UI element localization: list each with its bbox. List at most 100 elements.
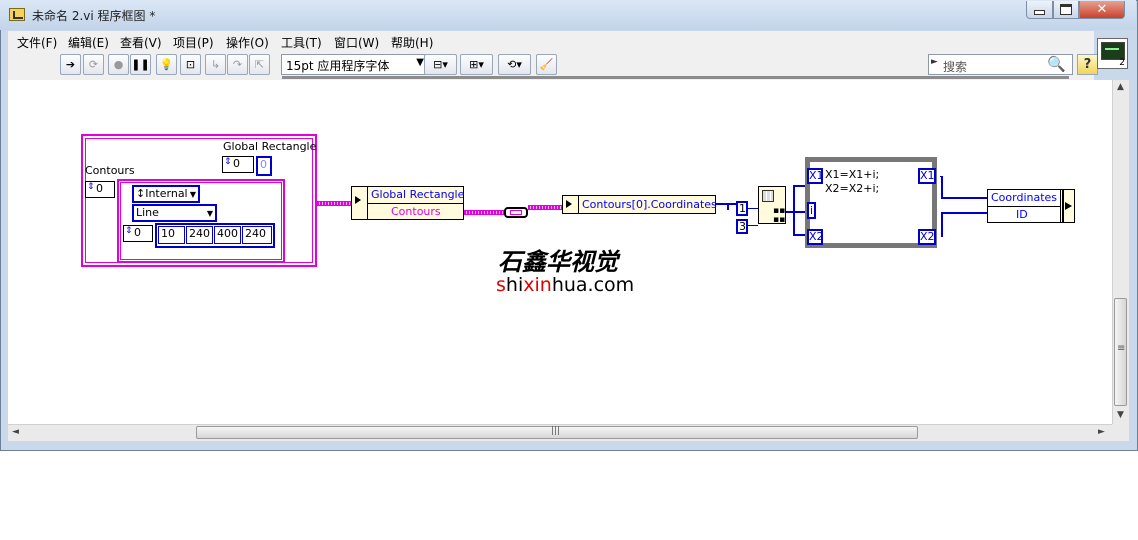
vertical-scroll-thumb[interactable]: ≡	[1114, 298, 1127, 406]
formula-input-i[interactable]: i	[807, 202, 816, 219]
x1-out-wire-c[interactable]	[941, 197, 988, 199]
coordinates-index[interactable]: 0	[123, 225, 153, 242]
unbundle-item-contours[interactable]: Contours	[391, 205, 441, 218]
array-to-element-node[interactable]	[504, 207, 528, 218]
bundle-terminal-bar	[1062, 190, 1064, 222]
run-continuously-icon: ⟳	[88, 58, 99, 71]
retain-values-icon: ⊡	[185, 58, 196, 71]
vi-icon-connector-pane[interactable]: 2	[1097, 38, 1128, 69]
contour-type-value: Internal	[145, 187, 188, 200]
bundle-item-id[interactable]: ID	[1016, 208, 1028, 221]
align-objects-button[interactable]: ⊟▾	[424, 54, 457, 75]
maximize-icon	[1060, 4, 1072, 15]
array-index-icon: ▪▪▪▪	[773, 206, 786, 225]
formula-code-line-2[interactable]: X2=X2+i;	[825, 182, 880, 195]
font-select[interactable]: 15pt 应用程序字体 ▼	[281, 54, 429, 75]
bundle-by-name[interactable]: Coordinates ID	[987, 189, 1062, 223]
horizontal-scroll-thumb[interactable]: |||	[196, 426, 918, 439]
unbundle-by-name[interactable]: Global Rectangle Contours	[351, 186, 464, 220]
replace-array-subset-node[interactable]: ▪▪▪▪	[758, 186, 786, 225]
formula-input-x2[interactable]: X2	[807, 229, 824, 245]
step-out-icon: ⇱	[254, 58, 265, 71]
chevron-down-icon: ▼	[189, 190, 196, 199]
formula-node[interactable]	[805, 157, 937, 248]
step-out-button[interactable]: ⇱	[249, 54, 270, 75]
coord-top[interactable]: 240	[186, 226, 213, 244]
run-button[interactable]: ➔	[60, 54, 81, 75]
broom-icon: 🧹	[539, 58, 554, 71]
search-options-icon[interactable]: ►	[931, 57, 938, 67]
menu-project[interactable]: 项目(P)	[173, 36, 214, 50]
formula-output-x1[interactable]: X1	[918, 168, 936, 184]
unbundle-item-global-rectangle[interactable]: Global Rectangle	[371, 188, 465, 201]
cluster-constant[interactable]	[81, 134, 317, 267]
coord-bottom[interactable]: 240	[242, 226, 272, 244]
array-out-wire[interactable]	[786, 211, 808, 213]
contour-element-cluster[interactable]	[117, 179, 285, 263]
menu-file[interactable]: 文件(F)	[17, 36, 58, 50]
bundle-item-coordinates[interactable]: Coordinates	[991, 191, 1058, 204]
pause-button[interactable]: ❚❚	[130, 54, 151, 75]
bundle-output-terminal[interactable]	[1060, 189, 1075, 223]
scroll-down-icon[interactable]: ▼	[1117, 410, 1124, 420]
vi-icon	[9, 8, 25, 21]
reorder-button[interactable]: ⟲▾	[498, 54, 531, 75]
coord-left[interactable]: 10	[158, 226, 185, 244]
contours-wire[interactable]	[464, 210, 504, 215]
run-continuously-button[interactable]: ⟳	[83, 54, 104, 75]
formula-output-x2[interactable]: X2	[918, 229, 936, 245]
step-into-button[interactable]: ↳	[205, 54, 226, 75]
search-input[interactable]: ► 搜索 🔍	[928, 54, 1073, 75]
clean-up-diagram-button[interactable]: 🧹	[536, 54, 557, 75]
contours-index[interactable]: 0	[85, 181, 115, 198]
search-placeholder: 搜索	[943, 60, 968, 74]
coord-right[interactable]: 400	[214, 226, 241, 244]
contour-type-ring[interactable]: ↕Internal ▼	[132, 185, 200, 203]
retain-wire-values-button[interactable]: ⊡	[180, 54, 201, 75]
menu-edit[interactable]: 编辑(E)	[68, 36, 109, 50]
global-rectangle-index[interactable]: 0	[222, 156, 254, 173]
menu-window[interactable]: 窗口(W)	[334, 36, 380, 50]
pause-icon: ❚❚	[131, 58, 150, 71]
scroll-corner	[1112, 424, 1129, 441]
element-wire[interactable]	[528, 205, 563, 210]
formula-code-line-1[interactable]: X1=X1+i;	[825, 168, 880, 181]
block-diagram[interactable]	[8, 80, 1112, 424]
context-help-button[interactable]: ?	[1077, 54, 1098, 75]
formula-input-x1[interactable]: X1	[807, 168, 824, 184]
search-icon[interactable]: 🔍	[1047, 55, 1066, 73]
highlight-execution-button[interactable]: 💡	[156, 54, 177, 75]
menu-tools[interactable]: 工具(T)	[281, 36, 322, 50]
v-grip-icon: ≡	[1117, 343, 1126, 354]
unbundle-row-divider	[367, 203, 463, 204]
unbundle-path-item[interactable]: Contours[0].Coordinates	[582, 198, 717, 211]
scroll-left-icon[interactable]: ◄	[12, 427, 19, 437]
scroll-right-icon[interactable]: ►	[1098, 427, 1105, 437]
unbundle-path[interactable]: Contours[0].Coordinates	[562, 195, 717, 214]
constant-1[interactable]: 1	[736, 201, 748, 216]
scroll-up-icon[interactable]: ▲	[1117, 82, 1124, 92]
reorder-icon: ⟲▾	[507, 58, 522, 71]
title-bar[interactable]: 未命名 2.vi 程序框图 *	[0, 0, 1136, 30]
cluster-wire[interactable]	[317, 201, 352, 206]
const3-wire	[748, 225, 758, 226]
x2-out-wire-c[interactable]	[941, 212, 988, 214]
watermark-part-hi: hi	[505, 274, 524, 296]
menu-help[interactable]: 帮助(H)	[391, 36, 434, 50]
toolbar: ➔ ⟳ ● ❚❚ 💡 ⊡ ↳ ↷ ⇱ 15pt 应用程序字体 ▼ ⊟▾ ⊞▾ ⟲…	[8, 51, 1098, 80]
step-over-button[interactable]: ↷	[227, 54, 248, 75]
close-button[interactable]: ✕	[1079, 1, 1125, 19]
connector-number: 2	[1119, 58, 1125, 68]
contour-shape-ring[interactable]: Line ▼	[132, 204, 217, 222]
watermark-part-s: s	[496, 274, 506, 296]
abort-button[interactable]: ●	[108, 54, 129, 75]
lightbulb-icon: 💡	[159, 58, 174, 71]
maximize-button[interactable]	[1053, 1, 1079, 19]
watermark-logo-icon: 石鑫华视觉	[498, 247, 621, 276]
distribute-objects-button[interactable]: ⊞▾	[460, 54, 493, 75]
menu-view[interactable]: 查看(V)	[120, 36, 162, 50]
minimize-button[interactable]	[1026, 1, 1053, 19]
global-rectangle-element[interactable]: 0	[256, 156, 272, 176]
menu-operate[interactable]: 操作(O)	[226, 36, 269, 50]
constant-3[interactable]: 3	[736, 219, 748, 234]
